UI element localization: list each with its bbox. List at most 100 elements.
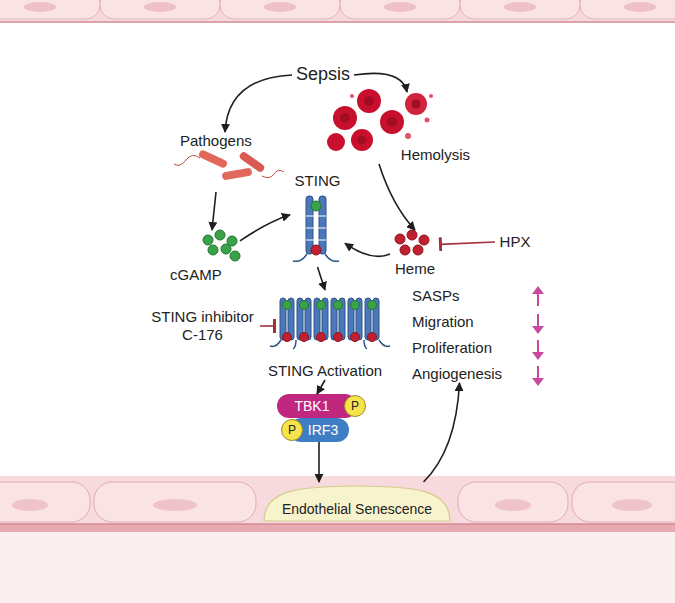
arrow-connector — [318, 442, 320, 482]
hpx-label: HPX — [495, 232, 535, 252]
bound-heme — [368, 333, 377, 342]
cell-nucleus — [264, 2, 296, 12]
sting-unit — [314, 298, 328, 342]
sting-unit — [331, 298, 345, 342]
flagellum — [262, 170, 284, 177]
sting-unit — [365, 298, 379, 342]
vessel-wall-bottom — [0, 476, 675, 603]
sting-dimer — [293, 196, 339, 261]
cgamp-molecule — [208, 245, 218, 255]
sting-tail — [270, 340, 390, 349]
rbc-center — [412, 100, 421, 109]
bacteria-illustration — [174, 149, 284, 181]
cell-nucleus — [24, 2, 56, 12]
node-label: cGAMP — [170, 266, 222, 284]
node-label: SASPs — [412, 287, 460, 305]
node-label: Angiogenesis — [412, 365, 502, 383]
protein-pill: TBK1P — [277, 394, 357, 418]
arrow-connector — [317, 380, 325, 394]
rbc-fragment — [350, 94, 354, 98]
cgamp-node: cGAMP — [170, 230, 240, 284]
sting-unit — [280, 298, 294, 342]
node-label: Heme — [395, 260, 435, 278]
heme-molecule — [407, 230, 417, 240]
down-arrow — [537, 366, 539, 380]
endothelial-cell — [100, 0, 220, 19]
cell-nucleus — [504, 2, 536, 12]
down-arrow-head — [532, 326, 544, 334]
endothelial-cell — [0, 482, 90, 522]
node-label: STING — [295, 172, 341, 190]
bound-cgamp — [334, 301, 343, 310]
change-arrows — [532, 286, 544, 386]
bound-cgamp — [311, 201, 321, 211]
endothelial-cell — [94, 482, 256, 522]
cgamp-molecule — [215, 230, 225, 240]
wall-edge — [0, 21, 675, 23]
endothelial-cell — [340, 0, 460, 19]
cgamp-molecule — [203, 235, 213, 245]
bacterium — [198, 149, 229, 169]
arrow-connector — [318, 267, 326, 290]
cell-nucleus — [612, 499, 652, 511]
bound-heme — [317, 333, 326, 342]
rbc-fragment — [405, 133, 411, 139]
rbc — [405, 93, 427, 115]
rbc-fragment — [429, 94, 433, 98]
arrow-connector — [354, 73, 407, 92]
bound-cgamp — [283, 301, 292, 310]
rbc — [327, 133, 345, 151]
bound-heme — [300, 333, 309, 342]
cell-body — [264, 486, 450, 521]
cell-nucleus — [495, 499, 531, 511]
cell-nucleus — [12, 499, 48, 511]
rbc-fragment — [425, 118, 430, 123]
sting-unit — [297, 298, 311, 342]
rbc — [380, 110, 404, 134]
hemolysis-node: Hemolysis — [330, 92, 470, 164]
inhibition-connector — [440, 242, 495, 244]
heme-molecule — [395, 234, 405, 244]
sting-activation-node: STING Activation — [275, 290, 375, 380]
wall-edge — [0, 523, 675, 525]
arrow-connector — [225, 75, 292, 132]
bound-cgamp — [368, 301, 377, 310]
up-arrow — [537, 292, 539, 306]
phospho-badge: P — [281, 419, 303, 441]
bacterium — [222, 167, 253, 180]
flagellum — [174, 155, 200, 165]
sepsis-label: Sepsis — [292, 62, 354, 88]
arrow-connector — [424, 383, 460, 482]
heme-node: Heme — [390, 230, 440, 278]
endothelial-cell — [460, 0, 580, 19]
bound-heme — [311, 245, 321, 255]
cgamp-molecule — [230, 251, 240, 261]
protein-pill: IRF3P — [289, 418, 349, 442]
rbc-center — [387, 117, 397, 127]
senescent-cell: Endothelial Senescence — [262, 482, 452, 522]
cgamp-dots — [203, 230, 240, 261]
node-label: P — [351, 399, 359, 413]
heme-dots — [395, 230, 429, 255]
node-label: Hemolysis — [401, 146, 470, 164]
vessel-wall-top — [0, 0, 675, 22]
arrow-connector — [345, 243, 390, 256]
cell-nucleus — [624, 2, 656, 12]
cell-nucleus — [144, 2, 176, 12]
arrow-connector — [379, 164, 415, 230]
node-label: STING Activation — [268, 362, 382, 380]
rbc-center — [364, 96, 374, 106]
rbc — [357, 89, 381, 113]
bacterium — [238, 151, 266, 174]
outcome-list: SASPsMigrationProliferationAngiogenesis — [412, 287, 507, 383]
heme-molecule — [400, 245, 410, 255]
node-label: Endothelial Senescence — [282, 501, 432, 518]
endothelial-cell — [458, 482, 568, 522]
basement-membrane — [0, 524, 675, 532]
node-label: Sepsis — [296, 64, 350, 86]
arrow-connector — [240, 215, 290, 241]
down-arrow-head — [532, 352, 544, 360]
bound-heme — [334, 333, 343, 342]
bound-cgamp — [351, 301, 360, 310]
red-blood-cells — [327, 89, 433, 151]
